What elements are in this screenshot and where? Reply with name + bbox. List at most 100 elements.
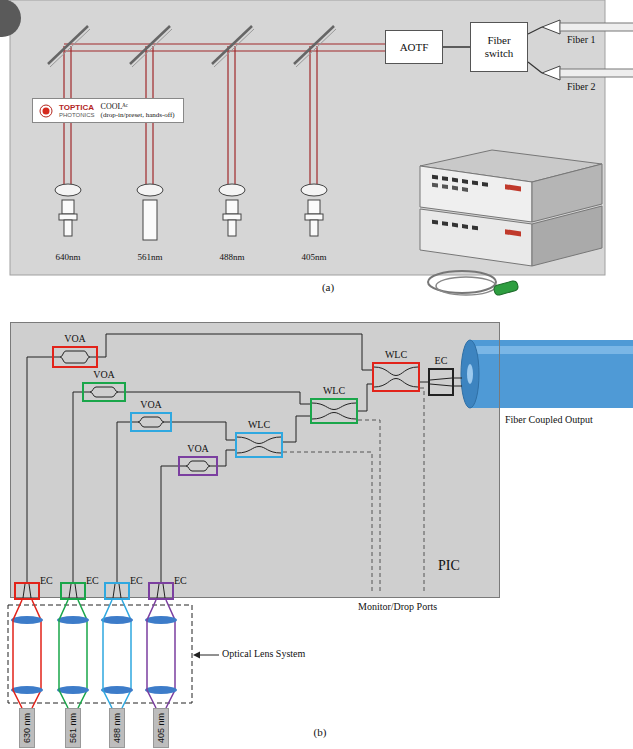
wlc-symbol [312,400,356,422]
collimating-lens [55,184,327,196]
panel-a [10,0,605,275]
logo-text: (drop-in/preset, hands-off) [101,111,175,119]
aotf-box: AOTF [385,30,443,64]
laser-diode [143,200,157,240]
lens-system [145,686,177,694]
collimating-lens [301,184,327,196]
waveguide [73,392,82,582]
waveguide [27,357,52,582]
mirror [50,29,90,67]
monitor-line [420,388,424,594]
leader-arrow [199,655,219,656]
ec-symbol [113,584,121,598]
lens-label: Optical Lens System [222,648,305,660]
instrument-photo [505,184,521,191]
fiber-label: Fiber 1 [567,34,596,46]
lens-system [11,616,43,624]
laser-source: 630 nm [19,708,35,748]
panel-label: (a) [322,281,334,294]
panel-label: (b) [314,726,327,739]
collimating-lens [137,184,163,196]
laser-diode [59,214,77,220]
instrument-photo [482,182,488,187]
instrument-photo [505,229,521,236]
instrument-photo [432,175,438,180]
ec-symbol [23,584,31,598]
laser-diode [226,200,238,214]
ec-symbol [106,584,128,598]
instrument-photo [472,225,478,230]
instrument-photo [432,220,438,225]
laser-diode [305,214,323,220]
mirror [130,26,170,64]
instrument-photo [432,174,521,237]
laser-diode [310,220,318,236]
laser-diode [59,200,323,240]
waveguide [283,416,310,442]
component-label: WLC [248,419,270,431]
fiber-output [467,364,473,384]
component-label: EC [40,575,53,587]
wlc-symbol [237,437,281,453]
waveguide [172,422,235,440]
wlc-symbol [374,364,418,390]
component-label: EC [435,355,448,367]
edge-coupler: EC [14,582,40,600]
mirror [214,29,254,67]
monitor-line [283,388,424,594]
monitor-line [358,420,380,594]
logo-dot [39,104,53,118]
laser-source: 488 nm [109,708,125,748]
light-path [13,600,22,708]
instrument-photo [442,221,448,226]
output-label: Fiber Coupled Output [505,414,593,426]
lens-system [8,605,192,703]
voa-symbol [54,351,96,363]
voa-symbol [132,414,170,430]
leader-arrow [193,652,219,659]
instrument-photo [420,150,602,296]
mirror [132,29,172,67]
lens-system [57,616,89,624]
laser-beam [64,43,385,44]
fiber-output [454,378,462,379]
instrument-photo [493,280,519,296]
ec-symbol [62,584,84,598]
monitor-line [283,452,372,594]
light-path [147,600,156,708]
waveguide [358,384,372,411]
waveguide [161,466,178,582]
instrument-photo [420,209,532,266]
logo-dot [40,105,52,117]
waveguide [98,334,372,370]
edge-coupler: EC [60,582,86,600]
ec-symbol [430,378,452,386]
wlc-box: WLC [310,398,358,424]
component-label: WLC [323,385,345,397]
fiber-output [461,340,479,408]
laser-diode [223,214,241,220]
voa-symbol [84,384,124,400]
voa-symbol [84,387,124,397]
voa-box: VOA [178,456,218,476]
waveguide [117,422,130,582]
laser-diode [228,220,236,236]
box-label: AOTF [400,41,429,54]
wavelength-label: 488nm [219,252,244,262]
edge-coupler: EC [428,368,454,396]
wavelength-label: 488 nm [112,713,122,743]
logo-text: TOPTICA [59,103,95,112]
wavelength-label: 640nm [55,252,80,262]
logo-dot [43,107,50,114]
component-label: EC [174,575,187,587]
wlc-symbol [237,434,281,456]
laser-diode [308,200,320,214]
fiber-coupler [542,20,560,34]
component-label: VOA [187,443,209,455]
waveguide [420,382,428,383]
mirror [212,26,252,64]
component-label: VOA [64,333,86,345]
voa-symbol [132,417,170,427]
logo-text: PHOTONICS [59,112,95,119]
